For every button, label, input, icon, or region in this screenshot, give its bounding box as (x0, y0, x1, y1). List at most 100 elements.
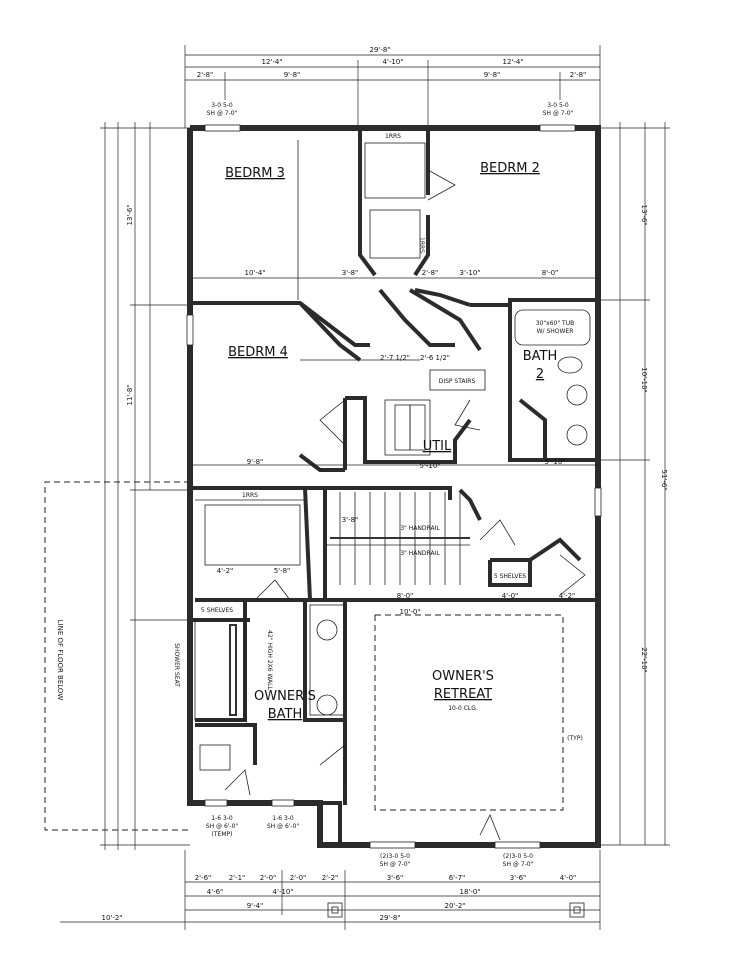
top-dimensions: 29'-8" 12'-4" 4'-10" 12'-4" 2'-8" 9'-8" … (184, 45, 601, 128)
room-owners-bath-a: OWNER'S (254, 689, 316, 704)
dim-int-11: 4'-0" (502, 592, 519, 600)
window-top-left-b: SH @ 7-0" (207, 110, 238, 117)
dim-int-9: 5'-8" (274, 567, 291, 575)
dim-bot-p: 10'-2" (101, 914, 122, 922)
dim-bot-n: 20'-2" (444, 902, 465, 910)
room-bedrm3: BEDRM 3 (225, 166, 285, 181)
window-bot-4-b: SH @ 7-0" (503, 861, 534, 868)
dim-right-2: 10'-10" (640, 367, 648, 392)
window-callouts-bottom: 1-6 3-0 SH @ 6'-0" 1-6 3-0 SH @ 6'-0" (2… (206, 815, 534, 868)
dim-int-3: 2'-8" (422, 269, 439, 277)
room-bedrm2: BEDRM 2 (480, 161, 540, 176)
window-bot-1-b: SH @ 6'-0" (206, 823, 239, 830)
window-bot-4: (2)3-0 5-0 (503, 853, 533, 860)
typ-label: (TYP) (567, 735, 583, 742)
dim-bot-l: 18'-0" (459, 888, 480, 896)
doors (224, 169, 586, 841)
dim-top-c: 12'-4" (502, 58, 523, 66)
dim-left-2: 11'-8" (126, 384, 134, 405)
stair-treads (325, 492, 470, 585)
irrs-label-3: 1RRS (418, 237, 425, 253)
dim-top-f: 9'-8" (484, 71, 501, 79)
dim-right-3: 22'-10" (640, 647, 648, 672)
dim-bot-g: 6'-7" (449, 874, 466, 882)
ceiling-height: 10-0 CLG. (448, 705, 478, 712)
room-labels: BEDRM 3 BEDRM 2 BEDRM 4 BATH 2 UTIL OWNE… (225, 161, 557, 722)
window-bot-3-b: SH @ 7-0" (380, 861, 411, 868)
dim-right-1: 13'-6" (640, 204, 648, 225)
window-bot-3: (2)3-0 5-0 (380, 853, 410, 860)
dim-bot-f: 3'-6" (387, 874, 404, 882)
shelves-label-2: 5 SHELVES (201, 607, 233, 614)
dim-int-5: 8'-0" (542, 269, 559, 277)
dim-bot-i: 4'-0" (560, 874, 577, 882)
handrail-label-2: 3" HANDRAIL (400, 550, 440, 557)
dim-int-10: 8'-0" (397, 592, 414, 600)
room-owners-retreat-a: OWNER'S (432, 669, 494, 684)
dim-bot-k: 4'-10" (272, 888, 293, 896)
pony-wall-label: 42" HIGH 2X6 WALL (266, 630, 273, 690)
annotations: 30"x60" TUB W/ SHOWER DISP STAIRS 3" HAN… (173, 133, 583, 838)
dim-int-1: 10'-4" (244, 269, 265, 277)
window-top-right: 3-0 5-0 (547, 102, 569, 109)
dim-top-total: 29'-8" (369, 46, 390, 54)
line-of-floor-below-label: LINE OF FLOOR BELOW (56, 620, 64, 701)
tub-label-b: W/ SHOWER (537, 328, 574, 335)
dim-int-2: 3'-8" (342, 269, 359, 277)
room-util: UTIL (423, 439, 452, 454)
exterior-walls (187, 125, 601, 848)
window-top-left: 3-0 5-0 (211, 102, 233, 109)
disp-stairs-label: DISP STAIRS (439, 378, 476, 385)
marker-right (569, 902, 585, 918)
dim-bot-a: 2'-6" (195, 874, 212, 882)
bottom-dimensions: 2'-6" 2'-1" 2'-0" 2'-0" 2'-2" 3'-6" 6'-7… (60, 850, 601, 930)
dim-int-14: 10'-0" (399, 608, 420, 616)
dim-bot-h: 3'-6" (510, 874, 527, 882)
interior-dimensions: 10'-4" 3'-8" 2'-8" 3'-10" 8'-0" 9'-8" 5'… (217, 269, 576, 616)
dim-top-b: 4'-10" (382, 58, 403, 66)
dim-bot-b: 2'-1" (229, 874, 246, 882)
dim-top-d: 2'-8" (197, 71, 214, 79)
dim-int-17: 5'-10" (419, 462, 440, 470)
tub-label: 30"x60" TUB (536, 320, 574, 327)
dim-bot-e: 2'-2" (322, 874, 339, 882)
windows (186, 124, 602, 849)
room-owners-bath-b: BATH (268, 707, 303, 722)
dim-int-12: 4'-2" (559, 592, 576, 600)
interior-walls (190, 128, 598, 805)
dim-int-16: 2'-6 1/2" (420, 354, 450, 362)
room-owners-retreat-b: RETREAT (434, 687, 492, 702)
shelves-label-1: 5 SHELVES (494, 573, 526, 580)
handrail-label-1: 3" HANDRAIL (400, 525, 440, 532)
dim-int-13: 3'-8" (342, 516, 359, 524)
irrs-label-1: 1RRS (385, 133, 401, 140)
ceiling-outline (374, 614, 564, 811)
dim-top-e: 9'-8" (284, 71, 301, 79)
dim-bot-j: 4'-6" (207, 888, 224, 896)
dim-int-7: 5'-10" (544, 458, 565, 466)
dim-int-8: 4'-2" (217, 567, 234, 575)
room-bath2-b: 2 (536, 367, 544, 382)
dim-bot-o: 29'-8" (379, 914, 400, 922)
window-bot-2-b: SH @ 6'-0" (267, 823, 300, 830)
irrs-label-2: 1RRS (242, 492, 258, 499)
window-bot-1: 1-6 3-0 (211, 815, 233, 822)
dim-int-6: 9'-8" (247, 458, 264, 466)
dim-int-15: 2'-7 1/2" (380, 354, 410, 362)
window-top-right-b: SH @ 7-0" (543, 110, 574, 117)
dim-bot-d: 2'-0" (290, 874, 307, 882)
dim-int-4: 3'-10" (459, 269, 480, 277)
window-callouts-top: 3-0 5-0 SH @ 7-0" 3-0 5-0 SH @ 7-0" (207, 102, 574, 117)
window-bot-2: 1-6 3-0 (272, 815, 294, 822)
room-bath2-a: BATH (523, 349, 558, 364)
floor-below-outline: LINE OF FLOOR BELOW (44, 481, 190, 831)
dim-right-4: 51'-6" (660, 469, 668, 490)
shower-seat-label: SHOWER SEAT (173, 643, 180, 687)
dim-bot-c: 2'-0" (260, 874, 277, 882)
marker-left (327, 902, 343, 918)
interior-details (190, 140, 598, 771)
side-dimensions: 13'-6" 11'-8" 13'-6" 10'-10" 22'-10" 51'… (100, 122, 670, 850)
dim-bot-m: 9'-4" (247, 902, 264, 910)
dim-top-g: 2'-8" (570, 71, 587, 79)
